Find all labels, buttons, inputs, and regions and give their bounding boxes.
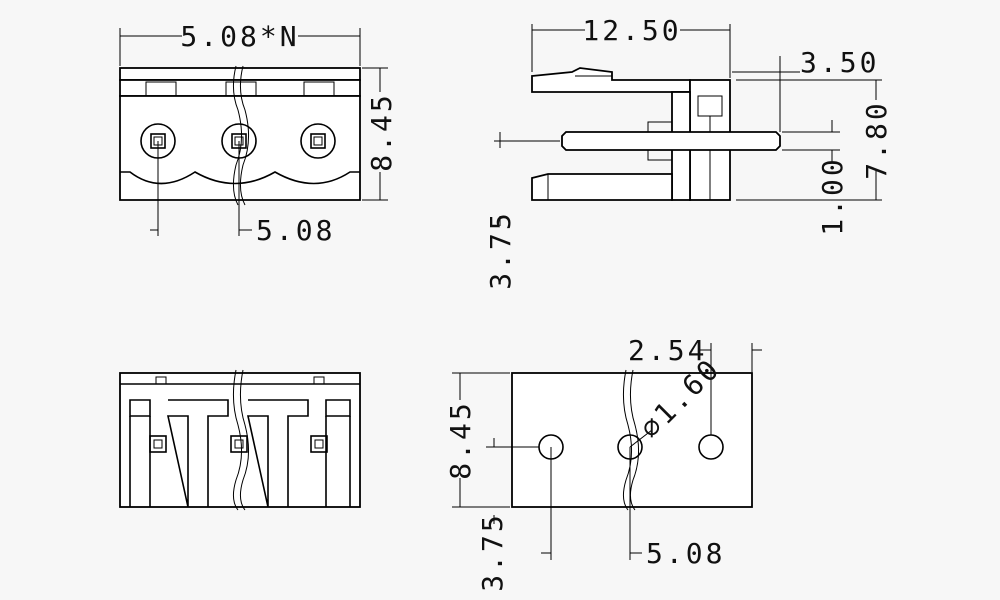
bottom-t-slot [167, 399, 229, 508]
bottom-break-line [239, 369, 249, 511]
dim-leader [629, 429, 653, 448]
front-top-rail [119, 67, 361, 81]
side-pin-collar [647, 149, 673, 161]
dim-label-pcb-pitch: 5.08 [646, 537, 725, 570]
bottom-t-slot [247, 399, 309, 508]
front-break-line [232, 65, 242, 206]
dim-label-pcb-pin-length: 3.75 [476, 512, 509, 591]
dim-label-offset: 2.54 [628, 334, 707, 367]
dim-label-pin-thickness: 1.00 [816, 156, 849, 235]
side-lower-jaw [531, 173, 673, 201]
pcb-outline [511, 372, 753, 508]
bottom-pin [149, 435, 167, 453]
bottom-break-line [232, 369, 242, 511]
dim-label-pitch: 5.08 [256, 214, 335, 247]
dim-label-height: 8.45 [365, 92, 398, 171]
bottom-slot-wall [129, 416, 151, 507]
bottom-view [119, 369, 361, 511]
dim-label-pin-offset: 3.50 [800, 46, 879, 79]
bottom-pin [310, 435, 328, 453]
side-pin [561, 131, 781, 151]
side-latch [531, 67, 691, 93]
dim-label-pitch-total: 5.08*N [180, 20, 299, 53]
bottom-tab [155, 376, 167, 385]
pcb-break-line [622, 369, 632, 511]
dim-label-pcb-height: 8.45 [444, 400, 477, 479]
dim-label-length: 12.50 [582, 14, 681, 47]
bottom-tab [313, 376, 325, 385]
front-port [300, 123, 336, 159]
side-pin-collar [647, 121, 673, 133]
dim-label-total-height: 7.80 [860, 100, 893, 179]
bottom-pin [230, 435, 248, 453]
dim-label-pin-length: 3.75 [484, 210, 517, 289]
bottom-slot-wall [325, 416, 351, 507]
side-view: 12.50 3.50 7.80 1.00 3.75 [484, 14, 893, 290]
front-break-line [239, 65, 249, 206]
pcb-view: 2.54 ⌀1.60 8.45 3.75 5.08 [444, 334, 762, 592]
front-view: 5.08*N 8.45 5.08 [119, 20, 398, 247]
